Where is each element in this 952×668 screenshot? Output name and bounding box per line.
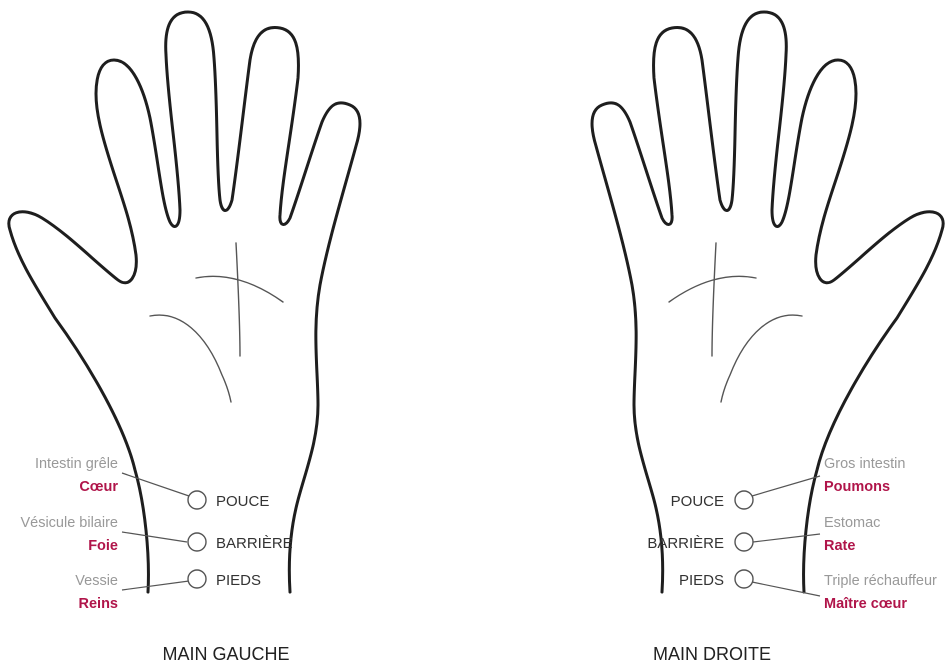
left-heart-line xyxy=(196,276,283,302)
left-pieds-marker xyxy=(188,570,206,588)
right-hand-outline xyxy=(592,12,943,592)
right-pouce-label: POUCE xyxy=(671,493,724,510)
left-pouce-leader xyxy=(122,473,189,496)
left-pouce-meridian: Cœur xyxy=(79,479,118,495)
left-pieds-label: PIEDS xyxy=(216,572,261,589)
left-life-line xyxy=(150,315,231,402)
right-fate-line xyxy=(712,243,716,356)
right-pulse-points: POUCE Gros intestin Poumons BARRIÈRE Est… xyxy=(647,456,937,612)
left-barriere-organ: Vésicule bilaire xyxy=(20,515,118,531)
right-hand-title: MAIN DROITE xyxy=(653,644,771,664)
left-hand-outline xyxy=(9,12,360,592)
left-barriere-leader xyxy=(122,532,187,542)
right-barriere-leader xyxy=(753,534,820,542)
left-point-pieds: PIEDS Vessie Reins xyxy=(75,570,261,612)
right-pieds-label: PIEDS xyxy=(679,572,724,589)
left-hand-title: MAIN GAUCHE xyxy=(162,644,289,664)
right-barriere-organ: Estomac xyxy=(824,515,880,531)
left-hand xyxy=(9,12,360,592)
left-barriere-meridian: Foie xyxy=(88,538,118,554)
right-pieds-meridian: Maître cœur xyxy=(824,596,907,612)
left-pouce-label: POUCE xyxy=(216,493,269,510)
left-barriere-label: BARRIÈRE xyxy=(216,535,293,552)
right-hand xyxy=(592,12,943,592)
right-heart-line xyxy=(669,276,756,302)
left-pieds-leader xyxy=(122,581,189,590)
right-life-line xyxy=(721,315,802,402)
right-pouce-meridian: Poumons xyxy=(824,479,890,495)
right-pouce-leader xyxy=(752,476,820,496)
right-pieds-leader xyxy=(752,582,820,596)
right-pouce-organ: Gros intestin xyxy=(824,456,905,472)
left-pieds-organ: Vessie xyxy=(75,573,118,589)
left-pulse-points: POUCE Intestin grêle Cœur BARRIÈRE Vésic… xyxy=(20,456,292,612)
right-point-pieds: PIEDS Triple réchauffeur Maître cœur xyxy=(679,570,937,612)
left-point-pouce: POUCE Intestin grêle Cœur xyxy=(35,456,269,510)
right-pieds-marker xyxy=(735,570,753,588)
right-point-pouce: POUCE Gros intestin Poumons xyxy=(671,456,906,510)
left-pouce-marker xyxy=(188,491,206,509)
left-pieds-meridian: Reins xyxy=(79,596,119,612)
right-pouce-marker xyxy=(735,491,753,509)
left-point-barriere: BARRIÈRE Vésicule bilaire Foie xyxy=(20,515,292,554)
right-barriere-meridian: Rate xyxy=(824,538,855,554)
right-pieds-organ: Triple réchauffeur xyxy=(824,573,937,589)
right-barriere-label: BARRIÈRE xyxy=(647,535,724,552)
left-pouce-organ: Intestin grêle xyxy=(35,456,118,472)
right-barriere-marker xyxy=(735,533,753,551)
left-barriere-marker xyxy=(188,533,206,551)
right-point-barriere: BARRIÈRE Estomac Rate xyxy=(647,515,880,554)
left-fate-line xyxy=(236,243,240,356)
